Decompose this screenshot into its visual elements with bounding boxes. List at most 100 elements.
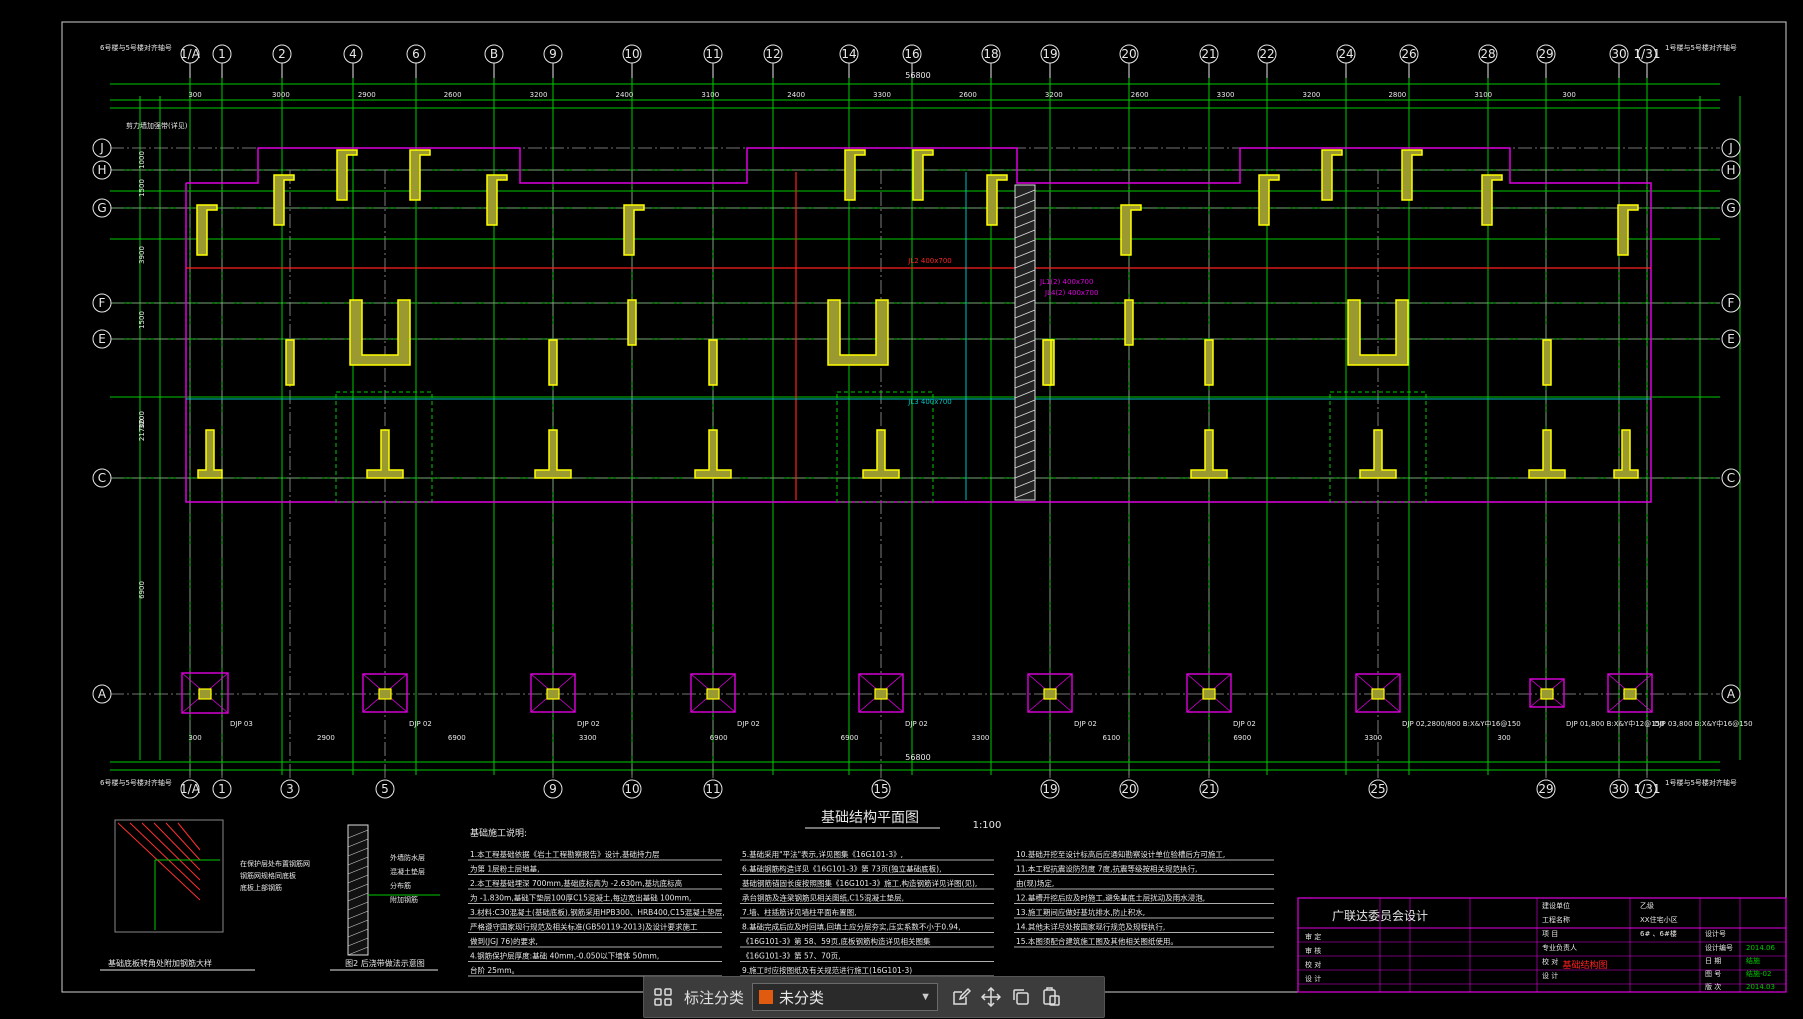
axis-bubble-top-16-circle [902, 44, 922, 64]
detail-left-note: 在保护层处布置钢筋网 [240, 859, 310, 868]
isolated-footing [690, 673, 736, 713]
axis-bubble-top-4-circle [343, 44, 363, 64]
dimension-top: 2800 [1388, 91, 1406, 99]
axis-bubble-bottom-9: 9 [549, 782, 557, 796]
pedestal [1540, 688, 1554, 700]
axis-bubble-top-10: 10 [624, 47, 639, 61]
hatch-line [1014, 329, 1036, 339]
axis-bubble-top-6-circle [406, 44, 426, 64]
axis-bubble-left-C-circle [92, 468, 112, 488]
axis-bubble-top-2-circle [272, 44, 292, 64]
axis-bubble-right-H-circle [1721, 160, 1741, 180]
notes-col1-line: 3.材料:C30混凝土(基础底板),钢筋采用HPB300、HRB400,C15混… [470, 907, 725, 917]
shear-wall [1542, 339, 1552, 386]
axis-bubble-top-18: 18 [983, 47, 998, 61]
pedestal [1202, 688, 1216, 700]
axis-bubble-left-A: A [98, 687, 107, 701]
shear-wall [349, 299, 411, 366]
drawing-title: 基础结构平面图 [821, 809, 919, 826]
axis-bubble-top-14-circle [839, 44, 859, 64]
dimension-left: 1500 [138, 311, 146, 329]
hatch-line [1014, 439, 1036, 449]
dimension-left: 1500 [138, 179, 146, 197]
tb-label-right: 版 次 [1705, 982, 1721, 991]
axis-bubble-bottom-1/A-circle [180, 779, 200, 799]
axis-bubble-top-16: 16 [904, 47, 919, 61]
tb-value-right: 2014.03 [1746, 983, 1775, 991]
notes-col2-line: 6.基础钢筋构造详见《16G101-3》第 73页(独立基础底板), [742, 864, 941, 874]
axis-bubble-bottom-29: 29 [1538, 782, 1553, 796]
category-color-swatch [759, 990, 774, 1004]
dimension-bottom: 6900 [448, 734, 466, 742]
notes-col1-line: 4.钢筋保护层厚度:基础 40mm,-0.050以下墙体 50mm, [470, 951, 659, 961]
axis-bubble-right-E-circle [1721, 329, 1741, 349]
axis-bubble-bottom-11: 11 [705, 782, 720, 796]
shear-wall [912, 149, 934, 201]
axis-bubble-top-30-circle [1609, 44, 1629, 64]
axis-bubble-top-4: 4 [349, 47, 357, 61]
pedestal [874, 688, 888, 700]
axis-bubble-right-G: G [1726, 201, 1735, 215]
axis-bubble-top-26: 26 [1401, 47, 1416, 61]
corner-note-bottom-right: 1号楼与5号楼对齐轴号 [1665, 778, 1737, 787]
axis-bubble-top-12: 12 [765, 47, 780, 61]
shear-wall [409, 149, 431, 201]
axis-bubble-right-A-circle [1721, 684, 1741, 704]
axis-bubble-bottom-3: 3 [286, 782, 294, 796]
dimension-top: 3300 [1217, 91, 1235, 99]
footing-tag: DJP 03 [230, 720, 253, 728]
dimension-bottom: 300 [188, 734, 201, 742]
annotation-toolbar: 标注分类 未分类 ▼ [643, 976, 1105, 1018]
hatch-line [1014, 199, 1036, 209]
axis-bubble-right-F: F [1728, 296, 1735, 310]
axis-bubble-right-E: E [1727, 332, 1735, 346]
detail-rebar [153, 822, 201, 871]
hatch-line [347, 946, 369, 956]
axis-bubble-bottom-29-circle [1536, 779, 1556, 799]
dimension-top: 3100 [701, 91, 719, 99]
move-icon[interactable] [976, 982, 1006, 1012]
footing-zone [836, 391, 934, 503]
axis-bubble-top-14: 14 [841, 47, 856, 61]
footing-zone [1329, 391, 1427, 503]
tb-row-mid: 设 计 [1542, 971, 1558, 980]
tb-project: 乙级 [1640, 901, 1654, 910]
isolated-footing [1607, 673, 1653, 713]
hatch-line [1014, 479, 1036, 489]
notes-col2-line: 《16G101-3》第 58、59页,底板钢筋构造详见相关图集 [742, 936, 931, 946]
axis-bubble-top-1/A: 1/A [180, 47, 201, 61]
paste-icon[interactable] [1036, 982, 1066, 1012]
axis-bubble-bottom-30: 30 [1611, 782, 1626, 796]
tb-label-right: 日 期 [1705, 957, 1721, 965]
detail-rebar [165, 822, 201, 861]
footing-tag: DJP 02 [1074, 720, 1097, 728]
edit-icon[interactable] [946, 982, 976, 1012]
notes-col3-line: 10.基础开挖至设计标高后应通知勘察设计单位验槽后方可施工, [1016, 849, 1225, 859]
notes-col2-line: 承台钢筋及连梁钢筋见相关图纸,C15混凝土垫层, [742, 893, 904, 903]
detail-mid-wall [347, 824, 369, 956]
dimension-left: 1000 [138, 151, 146, 169]
hatch-line [347, 901, 369, 911]
tb-row-mid: 专业负责人 [1542, 943, 1577, 952]
pedestal [1043, 688, 1057, 700]
grid-icon[interactable] [648, 982, 678, 1012]
axis-bubble-top-28: 28 [1480, 47, 1495, 61]
axis-bubble-bottom-10: 10 [624, 782, 639, 796]
axis-bubble-bottom-5: 5 [381, 782, 389, 796]
dimension-top: 2600 [1131, 91, 1149, 99]
tb-row-mid: 工程名称 [1542, 915, 1570, 924]
isolated-footing [530, 673, 576, 713]
shear-wall [1124, 299, 1134, 346]
annotation-category-select[interactable]: 未分类 ▼ [752, 983, 939, 1011]
copy-icon[interactable] [1006, 982, 1036, 1012]
slab-outline [185, 147, 1652, 503]
post-cast-strip [1014, 184, 1036, 501]
axis-bubble-bottom-1-circle [212, 779, 232, 799]
shear-wall [273, 174, 295, 226]
axis-bubble-top-1/31: 1/31 [1634, 47, 1661, 61]
hatch-line [1014, 209, 1036, 219]
hatch-line [1014, 359, 1036, 369]
axis-bubble-top-11-circle [703, 44, 723, 64]
